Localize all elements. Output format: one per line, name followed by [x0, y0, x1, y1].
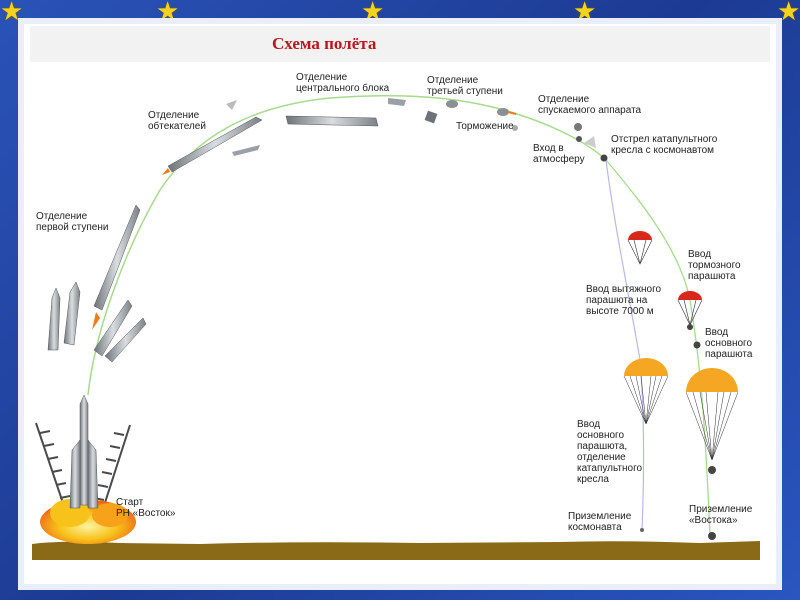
- pilot-chute-red: [627, 231, 653, 265]
- separated-boosters: [47, 281, 147, 363]
- label-stage3-separation: Отделение третьей ступени: [427, 75, 503, 97]
- cosmonaut-marker: [640, 528, 644, 532]
- star-icon: ★: [777, 0, 800, 27]
- title-bar: [30, 26, 770, 62]
- label-main-chute-seat: Ввод основного парашюта, отделение катап…: [577, 419, 643, 485]
- capsule-separation: [574, 123, 608, 162]
- label-reentry: Вход в атмосферу: [533, 143, 585, 165]
- ground: [32, 541, 760, 560]
- label-start: Старт РН «Восток»: [116, 497, 176, 519]
- rocket-after-fairing: [162, 100, 263, 175]
- label-vostok-landing: Приземление «Востока»: [689, 504, 753, 526]
- star-icon: ★: [0, 0, 24, 27]
- label-main-chute: Ввод основного парашюта: [705, 327, 753, 360]
- label-drogue-chute: Ввод тормозного парашюта: [688, 249, 741, 282]
- cosmonaut-main-chute: [623, 358, 669, 425]
- vostok-main-chute: [685, 368, 739, 540]
- label-capsule-separation: Отделение спускаемого аппарата: [538, 94, 642, 116]
- content-panel: [18, 18, 782, 590]
- label-braking: Торможение: [456, 121, 514, 132]
- slide-title: Схема полёта: [272, 34, 377, 53]
- label-ejection: Отстрел катапультного кресла с космонавт…: [611, 134, 718, 156]
- label-cosmonaut-landing: Приземление космонавта: [568, 511, 632, 533]
- rocket-ascending: [92, 204, 141, 330]
- central-block: [285, 115, 379, 127]
- label-stage1-separation: Отделение первой ступени: [36, 211, 109, 233]
- label-core-separation: Отделение центрального блока: [296, 72, 390, 94]
- label-fairing-separation: Отделение обтекателей: [148, 110, 206, 132]
- third-stage: [388, 98, 458, 124]
- launch-pad: [35, 422, 131, 513]
- descent-line-vostok: [605, 159, 711, 536]
- label-pilot-chute: Ввод вытяжного парашюта на высоте 7000 м: [586, 284, 662, 317]
- drogue-chute-red: [677, 291, 703, 349]
- braking-capsule: [497, 108, 518, 131]
- rocket-on-pad: [69, 394, 99, 509]
- trajectory-line: [87, 95, 607, 396]
